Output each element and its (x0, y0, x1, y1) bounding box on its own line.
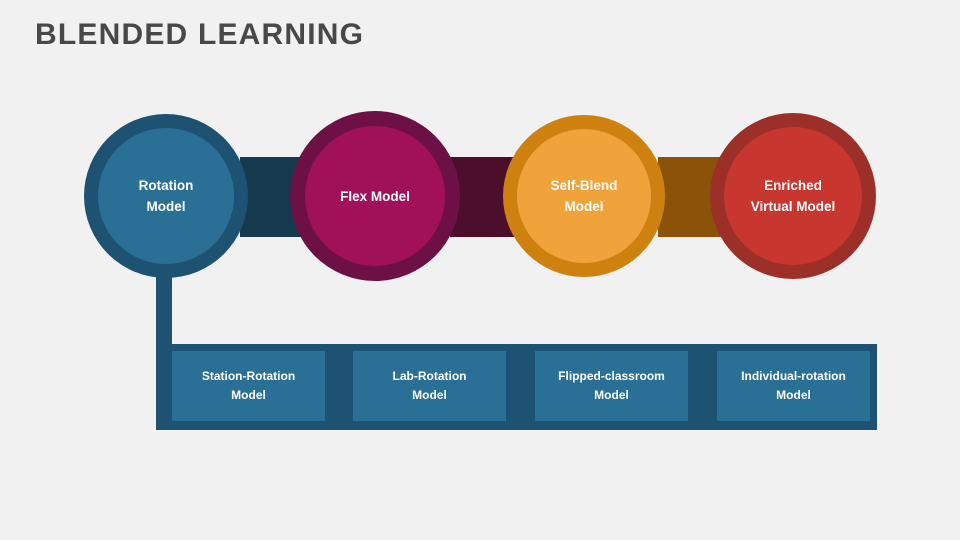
circle-fill-rotation[interactable] (98, 128, 234, 264)
page-title: BLENDED LEARNING (35, 18, 365, 51)
chevron-notch (506, 351, 535, 421)
sub-model-box-station-rotation[interactable] (172, 351, 325, 421)
sub-model-box-lab-rotation[interactable] (353, 351, 506, 421)
circle-fill-self-blend[interactable] (517, 129, 651, 263)
main-model-circles[interactable] (84, 111, 876, 281)
circle-fill-flex[interactable] (305, 126, 445, 266)
circle-fill-enriched-virtual[interactable] (724, 127, 862, 265)
sub-model-box-flipped-classroom[interactable] (535, 351, 688, 421)
sub-model-boxes[interactable] (172, 351, 870, 421)
chevron-notch (688, 351, 717, 421)
sub-model-box-individual-rotation[interactable] (717, 351, 870, 421)
chevron-notch (325, 351, 353, 421)
sub-model-chevrons (325, 351, 717, 421)
